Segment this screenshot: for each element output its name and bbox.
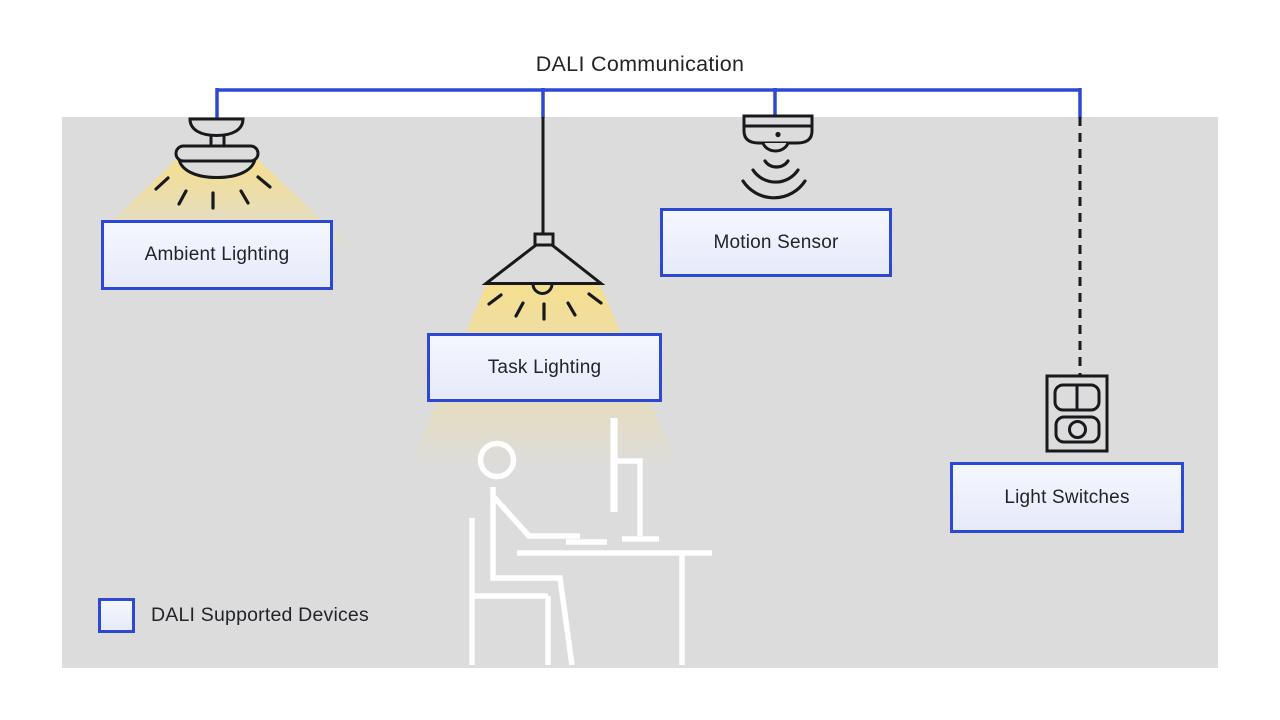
motion-sensor-box: Motion Sensor	[660, 208, 892, 277]
diagram-title: DALI Communication	[535, 52, 745, 76]
person-arm	[491, 495, 580, 539]
motion-sensor-label: Motion Sensor	[713, 231, 839, 253]
motion-sensor-icon	[741, 114, 814, 200]
pendant-bulb	[531, 283, 554, 295]
person-body-and-legs	[490, 487, 575, 666]
sensor-body	[742, 114, 814, 145]
dimmer-knob	[1068, 420, 1087, 439]
light-rays	[487, 292, 603, 321]
light-rays	[154, 175, 272, 210]
ambient-lighting-label: Ambient Lighting	[144, 244, 290, 265]
lamp-dome	[177, 157, 257, 180]
light-switch-icon	[1045, 374, 1109, 453]
pendant-shade	[481, 243, 606, 285]
dimmer-switch	[1054, 415, 1101, 444]
sensor-led-dot	[775, 131, 781, 138]
dali-bus-line	[215, 88, 1082, 376]
ceiling-light-icon	[154, 117, 272, 210]
light-switches-label: Light Switches	[1004, 486, 1130, 508]
person-at-desk-illustration	[469, 418, 712, 666]
legend: DALI Supported Devices	[98, 598, 369, 633]
ambient-lighting-box: Ambient Lighting	[101, 220, 333, 290]
pendant-lamp-icon	[481, 117, 606, 321]
monitor-stand	[616, 458, 643, 536]
light-switches-box: Light Switches	[950, 462, 1184, 533]
motion-waves	[741, 159, 807, 200]
dali-device-swatch	[98, 598, 135, 633]
pendant-socket	[533, 232, 555, 247]
legend-label: DALI Supported Devices	[151, 604, 369, 626]
lamp-canopy	[188, 117, 245, 138]
sensor-lens	[761, 142, 790, 153]
task-lighting-box: Task Lighting	[427, 333, 662, 402]
lamp-body	[174, 144, 260, 163]
person-head	[477, 440, 517, 480]
task-lighting-label: Task Lighting	[487, 356, 602, 378]
